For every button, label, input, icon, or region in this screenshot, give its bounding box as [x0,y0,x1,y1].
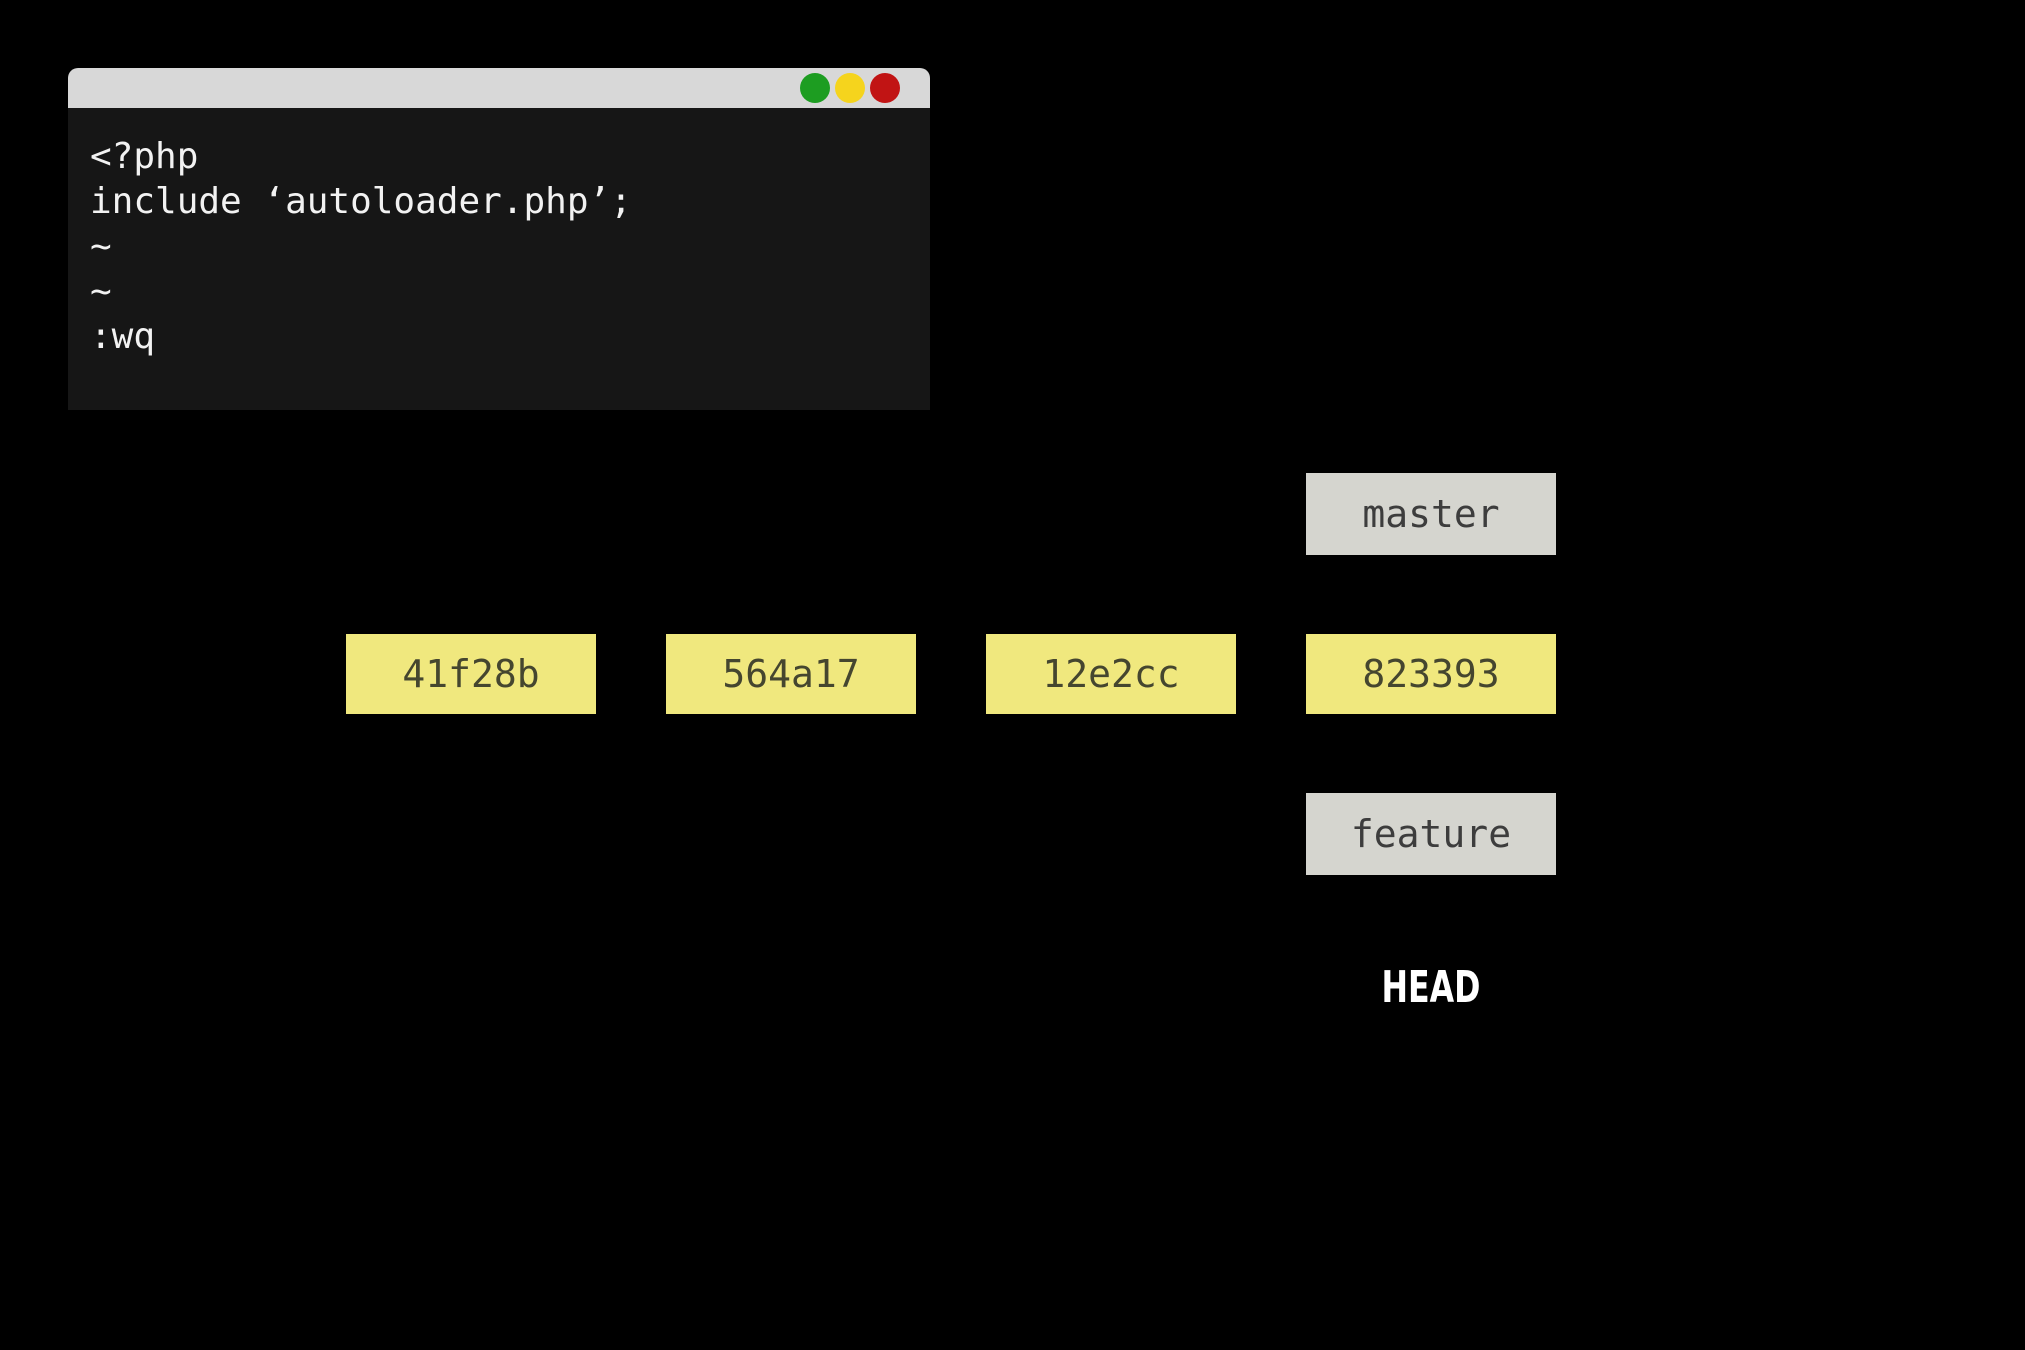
code-line-php-open: <?php [90,136,199,177]
traffic-light-yellow[interactable] [835,73,865,103]
commit-box-12e2cc: 12e2cc [986,634,1236,714]
traffic-light-red[interactable] [870,73,900,103]
code-line-include: include ‘autoloader.php’; [90,181,632,222]
commit-box-823393: 823393 [1306,634,1556,714]
traffic-light-green[interactable] [800,73,830,103]
code-line-tilde-1: ~ [90,226,112,267]
branch-label-master: master [1306,473,1556,555]
code-line-vim-wq: :wq [90,316,156,357]
terminal-body: <?php include ‘autoloader.php’; ~ ~ :wq [68,108,930,410]
code-line-tilde-2: ~ [90,271,112,312]
branch-label-feature: feature [1306,793,1556,875]
terminal-titlebar [68,68,930,108]
terminal-window: <?php include ‘autoloader.php’; ~ ~ :wq [68,68,930,410]
head-label: HEAD [1381,961,1481,1013]
commit-box-564a17: 564a17 [666,634,916,714]
commit-box-41f28b: 41f28b [346,634,596,714]
